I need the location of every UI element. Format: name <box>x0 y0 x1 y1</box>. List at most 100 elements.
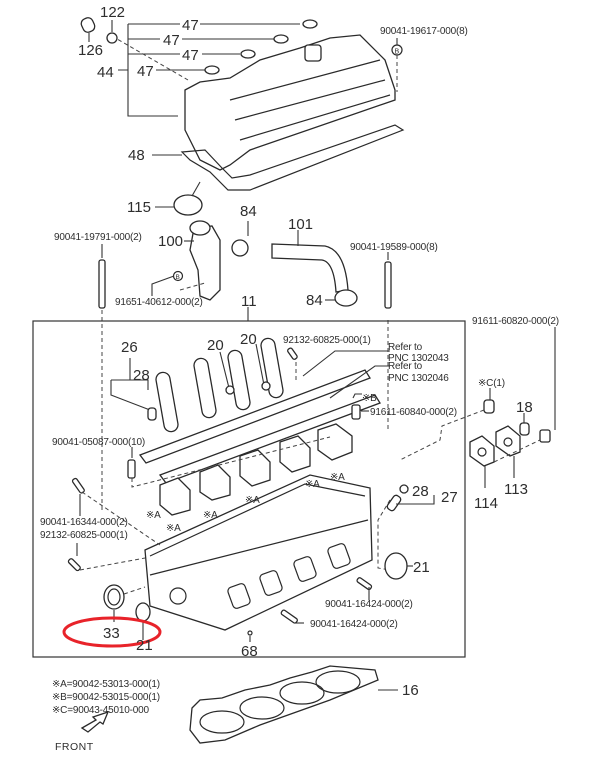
dash-27 <box>377 499 391 571</box>
callout-16: 16 <box>402 682 419 699</box>
head-gasket-group <box>189 665 398 744</box>
exhaust-port-1 <box>227 583 251 609</box>
clamp-84a-shape <box>231 239 249 257</box>
seal-33-shape <box>103 584 125 610</box>
oil-filler-neck <box>304 44 322 62</box>
cylinder-head-top-edge <box>149 483 366 557</box>
callout-47d: 47 <box>137 63 154 80</box>
marker-a-5: ※A <box>305 479 320 490</box>
callout-33: 33 <box>103 625 120 642</box>
part-number-labels: 90041-19617-000(8) 90041-19791-000(2) 90… <box>40 26 559 630</box>
pn-91611-60820: 91611-60820-000(2) <box>472 316 559 327</box>
front-arrow-icon <box>80 710 110 733</box>
callout-84b: 84 <box>306 292 323 309</box>
pin-60825-top-shape <box>287 347 298 360</box>
rocker-arm-2 <box>199 464 231 501</box>
callout-20a: 20 <box>207 337 224 354</box>
head-bore <box>169 587 187 605</box>
callout-27: 27 <box>441 489 458 506</box>
valve-cover-ribs <box>229 59 391 141</box>
gasket-bore-4 <box>315 670 361 694</box>
marker-a-4: ※A <box>245 495 260 506</box>
rod-20-right-shape <box>260 337 284 399</box>
valve-cover-group: B <box>80 17 405 191</box>
legend: ※A=90042-53013-000(1) ※B=90042-53015-000… <box>52 679 160 753</box>
part-28b-shape <box>399 484 409 494</box>
pnc-references: Refer to PNC 1302043 Refer to PNC 130204… <box>388 342 449 384</box>
group-11-frame <box>32 320 466 658</box>
rocker-shaft-upper <box>138 369 371 464</box>
gasket-bore-1 <box>199 710 245 734</box>
callout-47a: 47 <box>182 17 199 34</box>
marker-a-2: ※A <box>166 523 181 534</box>
pn-92132-60825-left: 92132-60825-000(1) <box>40 530 128 541</box>
callout-21-left: 21 <box>136 637 153 654</box>
dash-side-plates <box>399 409 541 463</box>
pn-90041-19589: 90041-19589-000(8) <box>350 242 438 253</box>
cylinder-head-shape <box>144 474 373 631</box>
leader-20b <box>255 343 265 386</box>
seal-33-inner <box>107 588 121 606</box>
cap-47d-shape <box>204 65 220 75</box>
rod-20-left-shape <box>193 357 217 419</box>
dash-05087 <box>131 436 331 488</box>
exhaust-port-4 <box>327 543 351 569</box>
plate-114-hole <box>477 447 487 457</box>
exhaust-port-3 <box>293 556 317 582</box>
exhaust-port-2 <box>259 570 283 596</box>
water-outlet-group: B <box>151 181 358 307</box>
pn-90041-19791: 90041-19791-000(2) <box>54 232 142 243</box>
head-ports <box>169 543 351 609</box>
part-18-shape <box>519 422 530 436</box>
legend-a: ※A=90042-53013-000(1) <box>52 679 160 690</box>
leader-40612 <box>151 275 175 296</box>
rocker-arm-4 <box>279 435 311 473</box>
kome-markers: ※C(1) ※B ※A ※A ※A ※A ※A ※A <box>146 378 505 534</box>
bracket-27 <box>396 495 435 505</box>
cap-47b-shape <box>273 34 289 44</box>
callout-84a: 84 <box>240 203 257 220</box>
callout-126: 126 <box>78 42 103 59</box>
pn-90041-19617: 90041-19617-000(8) <box>380 26 468 37</box>
front-label: FRONT <box>55 741 94 753</box>
callout-47c: 47 <box>182 47 199 64</box>
plate-114-shape <box>469 435 495 467</box>
gasket-bore-3 <box>279 681 325 705</box>
marker-b-letter-mid: B <box>176 274 180 281</box>
dash-33 <box>123 586 146 595</box>
bracket-26 <box>110 379 151 411</box>
refer-1-line2: PNC 1302043 <box>388 353 449 364</box>
rod-20-mid-shape <box>227 349 251 411</box>
plate-113-hole <box>503 437 513 447</box>
studs-top <box>98 244 392 510</box>
bolt-60820-shape <box>539 429 551 443</box>
part-100-shape <box>189 225 221 301</box>
callout-20b: 20 <box>240 331 257 348</box>
refer-1-line1: Refer to <box>388 342 423 353</box>
valve-cover-shape <box>184 34 396 171</box>
callout-44: 44 <box>97 64 114 81</box>
legend-c: ※C=90043-45010-000 <box>52 705 149 716</box>
refer-2-line1: Refer to <box>388 361 423 372</box>
callout-28b: 28 <box>412 483 429 500</box>
seal-20a <box>225 385 235 395</box>
rocker-arm-1 <box>159 477 191 516</box>
bolt-60840-shape <box>351 404 361 420</box>
seal-20b <box>261 381 271 391</box>
part-28-shape <box>147 407 157 421</box>
rod-26-shape <box>155 371 179 433</box>
pn-91611-60840: 91611-60840-000(2) <box>370 407 457 418</box>
refer-2-line2: PNC 1302046 <box>388 373 449 384</box>
stud-19791-shape <box>98 259 106 309</box>
legend-b: ※B=90042-53015-000(1) <box>52 692 160 703</box>
pn-90041-16424-b: 90041-16424-000(2) <box>310 619 398 630</box>
highlight-ellipse <box>62 616 162 648</box>
rocker-arms <box>159 423 353 516</box>
pn-90041-05087: 90041-05087-000(10) <box>52 437 145 448</box>
part-115-shape <box>173 194 203 216</box>
stud-16344-shape <box>71 477 85 494</box>
gasket-48-shape <box>180 124 405 191</box>
stud-16424-b-shape <box>280 609 298 624</box>
stud-16424-a-shape <box>356 577 373 591</box>
